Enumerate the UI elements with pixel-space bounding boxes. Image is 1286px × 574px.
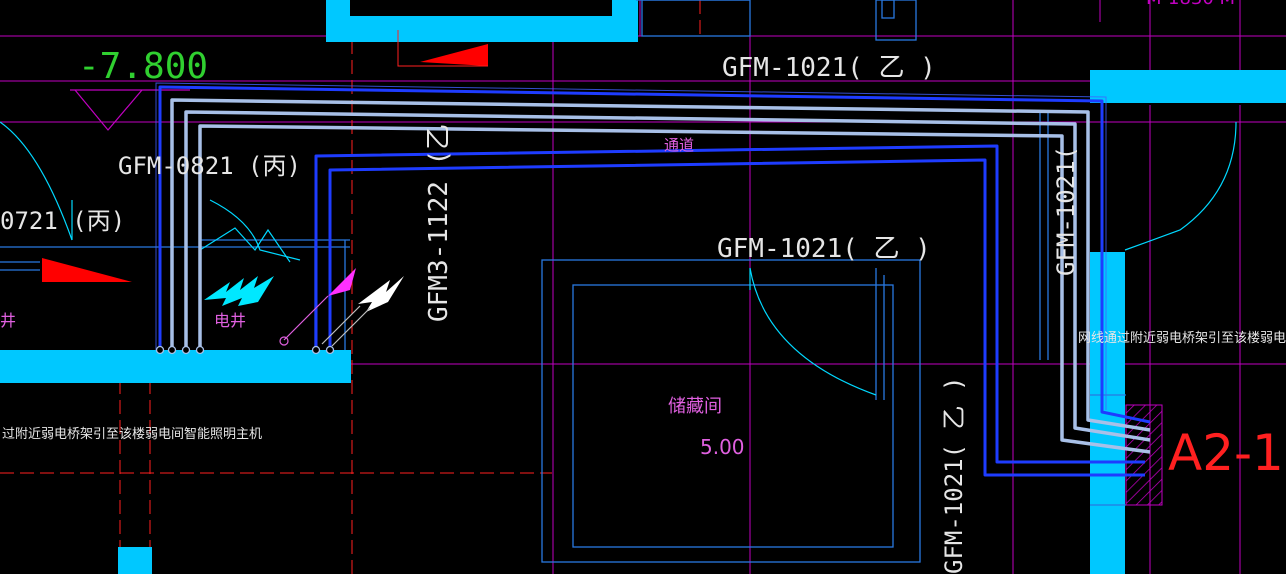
cable-tray-light [170,98,1151,454]
cable-endpoints [155,345,335,355]
corridor-label: 通道 [664,136,694,154]
door-label-gfm1021-vert-bottom: GFM-1021( 乙 ) [940,377,968,574]
triangle-elevation-icon [70,89,190,131]
lightning-cyan-icon [204,276,274,306]
wall-inner [350,0,1286,105]
note-right: 网线通过附近弱电桥架引至该楼弱电间智能照 [1078,331,1286,346]
red-section-arrow-icon [42,44,488,282]
axis-dash-lines [0,0,701,574]
cable-tray-glow [155,82,1107,410]
lightning-white-icon [321,276,404,347]
room-label-electric-shaft: 电井 [214,311,246,330]
lightning-magenta-icon [279,268,356,346]
room-area-storage: 5.00 [700,435,745,459]
cable-tray-dark [158,85,1151,477]
door-label-gfm1021-vert-right: GFM-1021( [1052,146,1080,276]
note-left: 过附近弱电桥架引至该楼弱电间智能照明主机 [2,427,262,442]
door-label-gfm1021-mid: GFM-1021( 乙 ) [717,234,931,264]
axis-tag: A2-11 [1168,424,1286,482]
top-right-partial-label: M-1830 M [1146,0,1235,9]
door-label-gfm3-1122: GFM3-1122 (乙 [424,124,454,322]
door-swings [0,121,1237,396]
door-label-gfm0821: GFM-0821 (丙) [118,152,301,180]
room-label-shaft-left: 井 [0,311,16,330]
room-label-storage: 储藏间 [668,396,722,417]
door-label-gfm1021-top: GFM-1021( 乙 ) [722,53,936,83]
section-mark-outline [397,30,488,67]
elevation-label: -7.800 [78,46,208,87]
door-label-0721: 0721 (丙) [0,207,125,235]
